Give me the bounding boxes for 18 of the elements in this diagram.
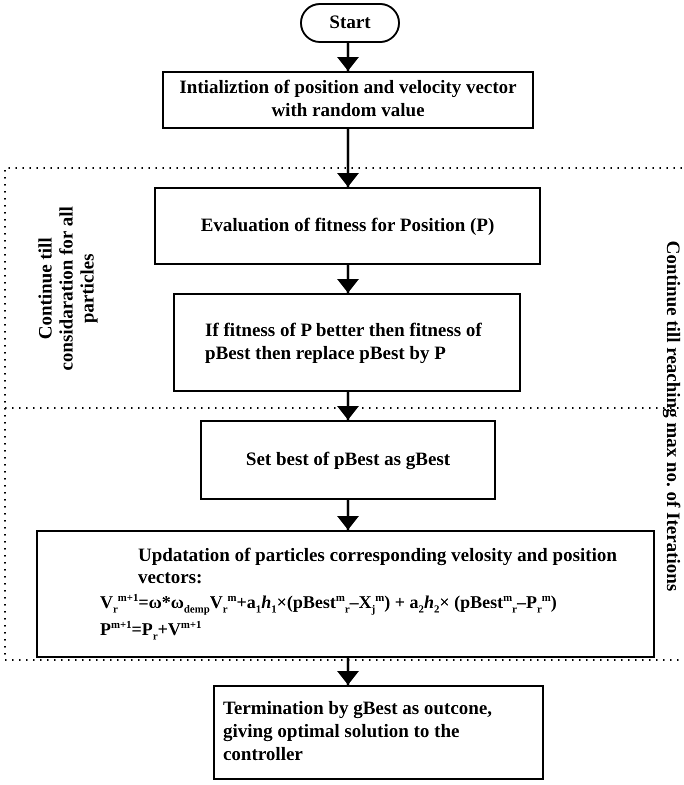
step-text: If fitness of P better then fitness of pBest then replace pBest by P bbox=[205, 320, 483, 366]
step-text: Start bbox=[328, 12, 372, 34]
process-box bbox=[213, 685, 544, 780]
process-box bbox=[173, 293, 521, 392]
step-text: Set best of pBest as gBest bbox=[244, 448, 452, 472]
formula-text: P$^{m+1}$=P$_{r}$+V$^{m+1}$ bbox=[100, 618, 202, 644]
start-terminal bbox=[300, 3, 400, 43]
process-box bbox=[200, 420, 496, 500]
process-box bbox=[154, 187, 541, 265]
step-text: Updatation of particles corresponding velosity and position vectors: bbox=[138, 544, 618, 590]
formula-text: V$_{r}$$^{m+1}$=ω*ω$_{demp}$V$_{r}$$^{m}$+a$_{1}$h$_{1}$×(pBest$^{m}$$_{r}$–X$_{j}$$^{m}$) + a$_{2}$h$_{2}$× (pBest$^{m}$$_{r}$–P$_{r}$$^{m}$) bbox=[100, 592, 558, 617]
process-box bbox=[162, 71, 534, 129]
step-text: Intializtion of position and velocity vector with random value bbox=[178, 77, 518, 123]
step-text: Termination by gBest as outcone, giving optimal solution to the controller bbox=[223, 698, 494, 767]
loop-label: Continue till considaration for all particles bbox=[36, 204, 100, 372]
loop-label: Continue till reaching max no. of Iterations bbox=[660, 240, 683, 592]
step-text: Evaluation of fitness for Position (P) bbox=[200, 214, 496, 238]
process-box bbox=[36, 530, 655, 658]
